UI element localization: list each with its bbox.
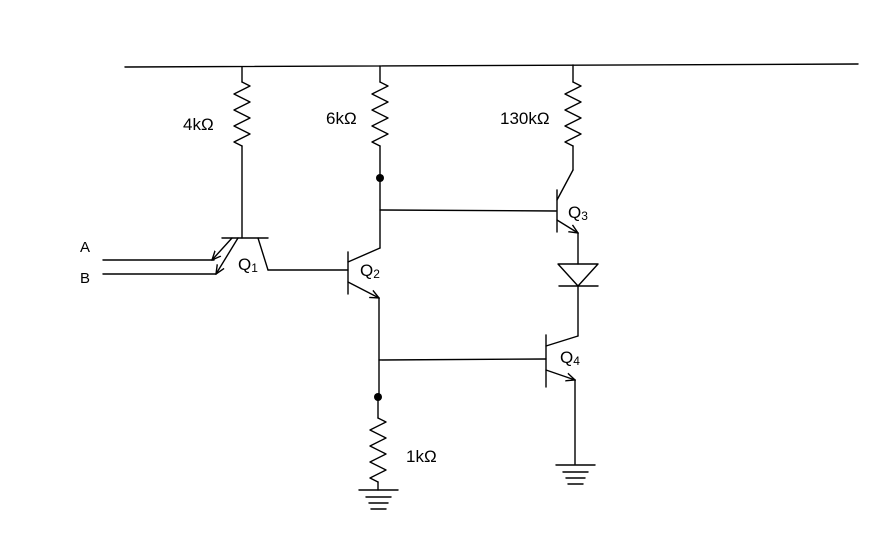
transistor-q1 [212, 237, 349, 274]
transistor-q4 [545, 334, 579, 465]
resistor-6k [371, 65, 389, 249]
vcc-rail [124, 63, 859, 68]
input-b-label: B [80, 270, 90, 287]
transistor-q2 [347, 247, 381, 397]
transistor-q3 [556, 169, 578, 265]
resistor-130k [564, 64, 582, 171]
diode [557, 263, 599, 337]
wire-q3-base [379, 209, 557, 212]
q3-label: Q3 [568, 203, 588, 223]
resistor-1k [369, 396, 387, 491]
q2-label: Q2 [360, 261, 380, 281]
resistor-130k-label: 130kΩ [500, 109, 550, 128]
junction-q2-collector [376, 174, 384, 182]
input-a-label: A [80, 239, 90, 256]
resistor-4k-label: 4kΩ [183, 115, 214, 134]
ground-1k [358, 489, 399, 510]
q1-label: Q1 [238, 255, 258, 275]
q4-label: Q4 [560, 348, 580, 368]
ground-q4 [555, 464, 596, 485]
resistor-6k-label: 6kΩ [326, 109, 357, 128]
resistor-4k [233, 66, 251, 239]
wire-q4-base [378, 358, 547, 361]
resistor-1k-label: 1kΩ [406, 447, 437, 466]
